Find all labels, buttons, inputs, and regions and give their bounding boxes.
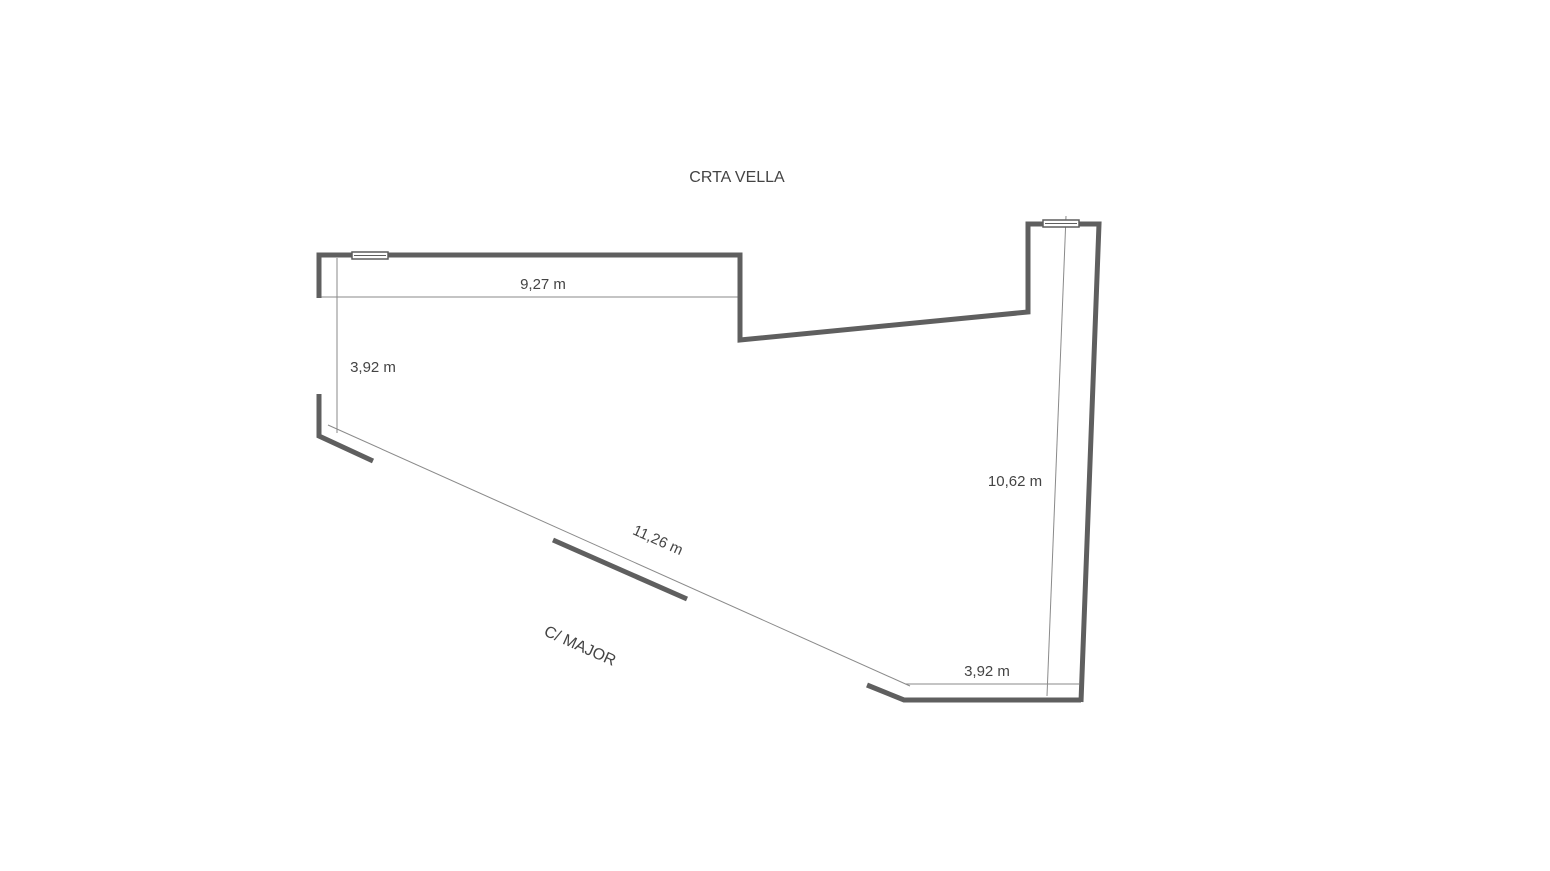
street-name-top: CRTA VELLA <box>689 169 785 186</box>
wall-front-segment <box>551 537 689 602</box>
window-top-left <box>351 251 389 260</box>
wall-bottom <box>866 682 1081 703</box>
street-name-bottom: C/ MAJOR <box>541 623 618 670</box>
dimension-line-right-height <box>1046 215 1067 697</box>
window-top-right <box>1042 219 1080 228</box>
dimension-label-diagonal: 11,26 m <box>630 522 685 559</box>
dimension-label-left-height: 3,92 m <box>350 359 396 376</box>
dimension-line-diagonal <box>327 424 911 687</box>
dimension-lines <box>319 215 1079 697</box>
walls <box>316 221 1102 703</box>
dimension-label-bottom-width: 3,92 m <box>964 663 1010 680</box>
dimension-label-right-height: 10,62 m <box>988 473 1042 490</box>
wall-top-left <box>316 221 1102 703</box>
dimension-label-top-width: 9,27 m <box>520 276 566 293</box>
wall-left-lower <box>316 394 375 464</box>
